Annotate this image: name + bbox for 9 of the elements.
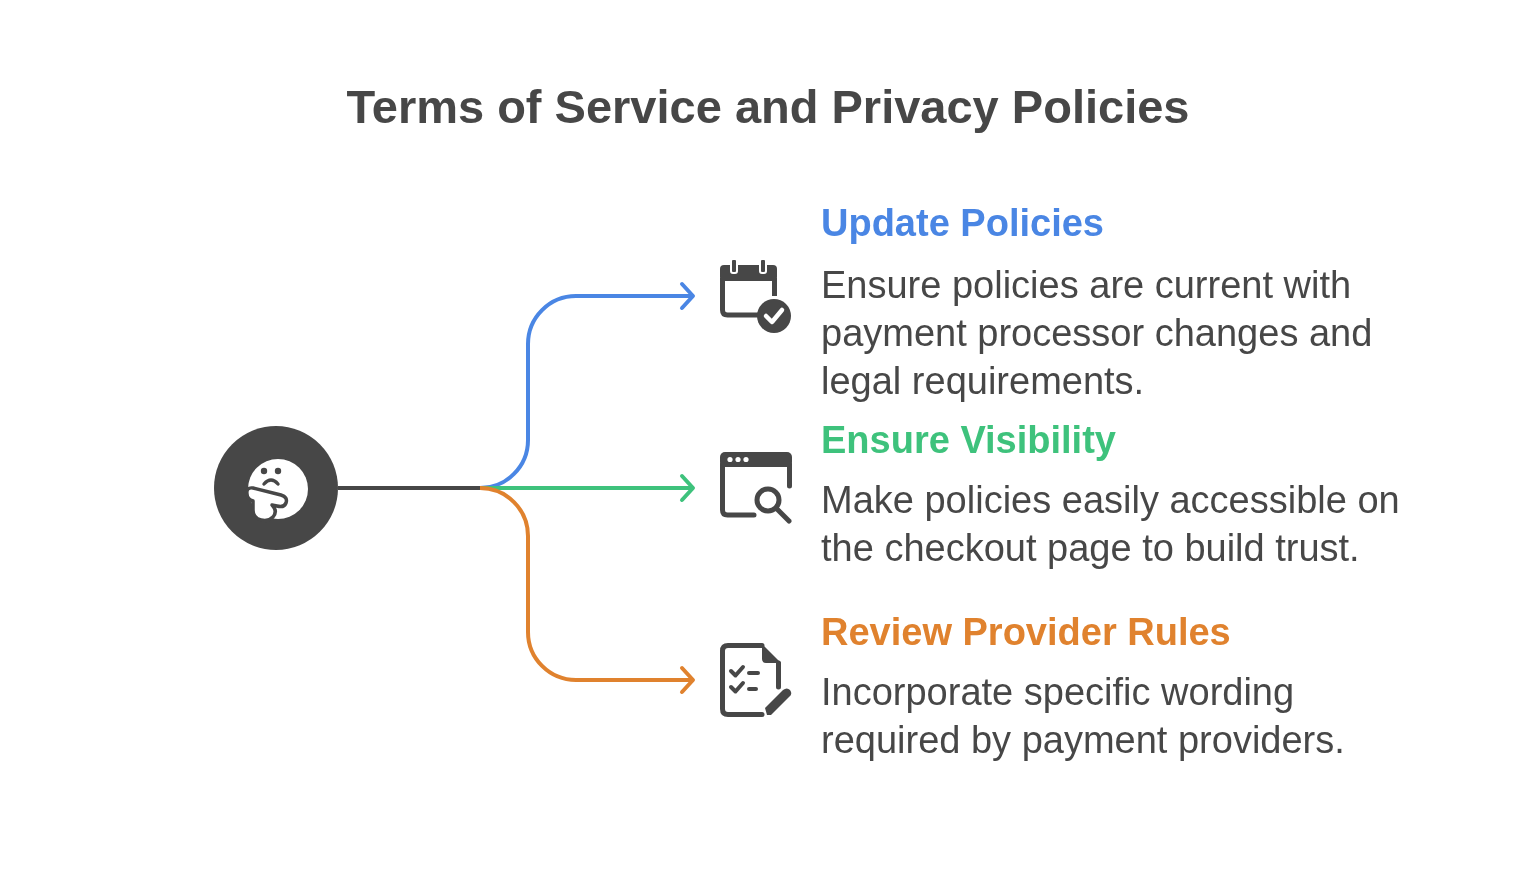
- heading: Review Provider Rules: [821, 610, 1231, 655]
- description-text: Incorporate specific wording required by payment providers.: [821, 670, 1346, 763]
- connector-line: [338, 486, 480, 490]
- description-text: Make policies easily accessible on the checkout page to build trust.: [821, 478, 1401, 571]
- title: Terms of Service and Privacy Policies: [346, 79, 1190, 135]
- arrow: [479, 486, 695, 694]
- description-text: Ensure policies are current with payment processor changes and legal requirements.: [821, 263, 1374, 404]
- heading: Update Policies: [821, 201, 1104, 246]
- heading: Ensure Visibility: [821, 418, 1116, 463]
